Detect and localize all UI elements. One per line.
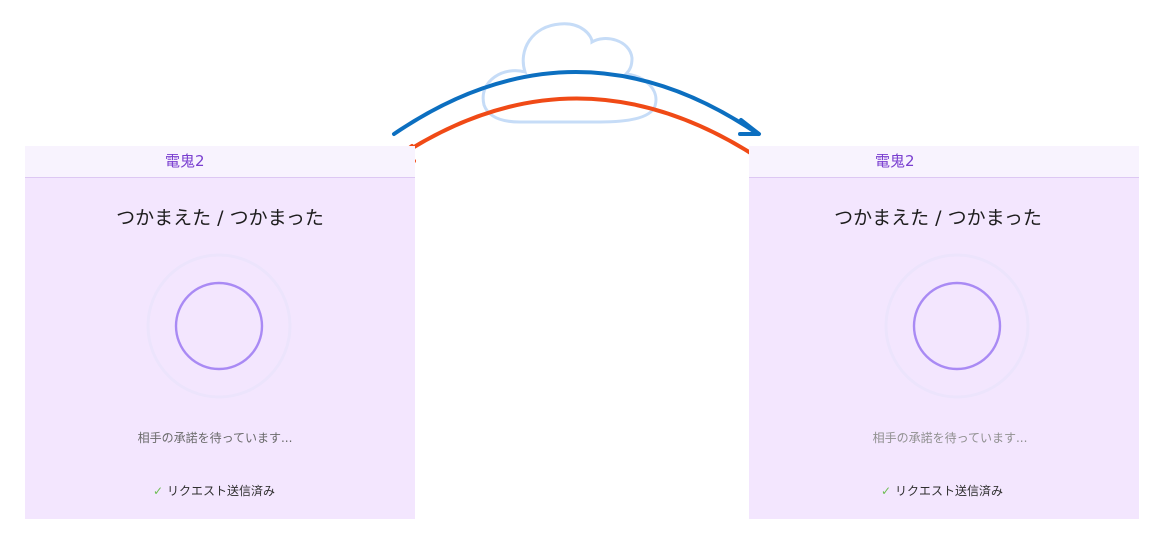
panel-header: 電鬼2 bbox=[25, 146, 415, 178]
cloud-icon bbox=[481, 22, 658, 124]
request-sent-label: リクエスト送信済み bbox=[895, 484, 1004, 498]
request-sent-label: リクエスト送信済み bbox=[167, 484, 276, 498]
spinner-halo bbox=[146, 253, 292, 399]
check-icon: ✓ bbox=[152, 484, 164, 498]
request-sent-status: ✓リクエスト送信済み bbox=[747, 482, 1137, 499]
spinner-ring bbox=[174, 281, 264, 371]
panel-title: 電鬼2 bbox=[165, 152, 205, 170]
send-arrow bbox=[392, 70, 760, 136]
panel-heading: つかまえた / つかまった bbox=[116, 207, 324, 229]
panel-heading: つかまえた / つかまった bbox=[834, 207, 1042, 229]
waiting-status: 相手の承諾を待っています... bbox=[137, 431, 293, 445]
waiting-status: 相手の承諾を待っています... bbox=[872, 431, 1028, 445]
spinner-icon bbox=[146, 253, 292, 399]
check-icon: ✓ bbox=[880, 484, 892, 498]
spinner-halo bbox=[884, 253, 1030, 399]
arrow-right-icon bbox=[738, 118, 761, 136]
panel-header: 電鬼2 bbox=[749, 146, 1139, 178]
receive-arrow bbox=[393, 96, 762, 161]
device-panel-left: 電鬼2 つかまえた / つかまった 相手の承諾を待っています... ✓リクエスト… bbox=[25, 146, 415, 519]
spinner-ring bbox=[912, 281, 1002, 371]
panel-title: 電鬼2 bbox=[875, 152, 915, 170]
device-panel-right: 電鬼2 つかまえた / つかまった 相手の承諾を待っています... ✓リクエスト… bbox=[749, 146, 1139, 519]
request-sent-status: ✓リクエスト送信済み bbox=[19, 482, 409, 499]
spinner-icon bbox=[884, 253, 1030, 399]
